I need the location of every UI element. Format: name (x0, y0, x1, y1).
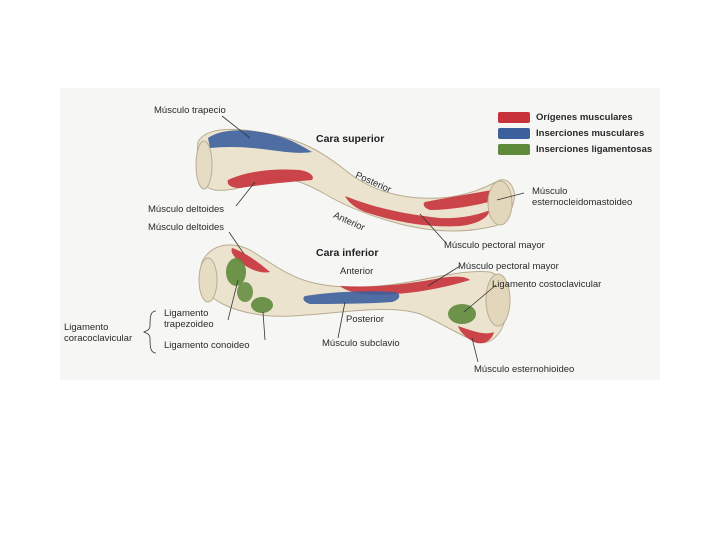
label-scm-line1: Músculo (532, 186, 567, 197)
label-musculo-subclavio: Músculo subclavio (322, 338, 400, 349)
legend-swatch-origenes (498, 112, 530, 123)
label-posterior-bottom: Posterior (346, 314, 384, 325)
label-musculo-trapecio: Músculo trapecio (154, 105, 226, 116)
acromial-end-inferior (199, 258, 217, 302)
legend-label-origenes: Orígenes musculares (536, 112, 633, 123)
ligament-conoideo-insertion (251, 297, 273, 313)
ligament-trapezoideo-insertion (226, 258, 246, 286)
legend-swatch-inserciones-musculares (498, 128, 530, 139)
label-pectoral-mayor-bottom: Músculo pectoral mayor (458, 261, 559, 272)
label-musculo-esternohioideo: Músculo esternohioideo (474, 364, 574, 375)
legend-label-inserciones-ligamentosas: Inserciones ligamentosas (536, 144, 652, 155)
label-pectoral-mayor-top: Músculo pectoral mayor (444, 240, 545, 251)
legend-label-inserciones-musculares: Inserciones musculares (536, 128, 644, 139)
view-title-inferior: Cara inferior (316, 248, 378, 259)
sternal-end-superior (488, 181, 512, 225)
ligament-trapezoideo-insertion-2 (237, 282, 253, 302)
label-musculo-deltoides-top: Músculo deltoides (148, 204, 224, 215)
label-anterior-bottom: Anterior (340, 266, 373, 277)
label-ligamento-trapezoideo-1: Ligamento (164, 308, 208, 319)
acromial-end-superior (196, 141, 212, 189)
ligament-costoclavicular-insertion (448, 304, 476, 324)
label-ligamento-trapezoideo-2: trapezoideo (164, 319, 214, 330)
label-scm-line2: esternocleidomastoideo (532, 197, 632, 208)
legend-swatch-inserciones-ligamentosas (498, 144, 530, 155)
label-ligamento-conoideo: Ligamento conoideo (164, 340, 250, 351)
label-ligamento-coracoclavicular-2: coracoclavicular (64, 333, 132, 344)
label-ligamento-costoclavicular: Ligamento costoclavicular (492, 279, 601, 290)
view-title-superior: Cara superior (316, 134, 384, 145)
label-ligamento-coracoclavicular-1: Ligamento (64, 322, 108, 333)
clavicle-inferior-view (199, 245, 510, 343)
label-musculo-deltoides-bottom: Músculo deltoides (148, 222, 224, 233)
